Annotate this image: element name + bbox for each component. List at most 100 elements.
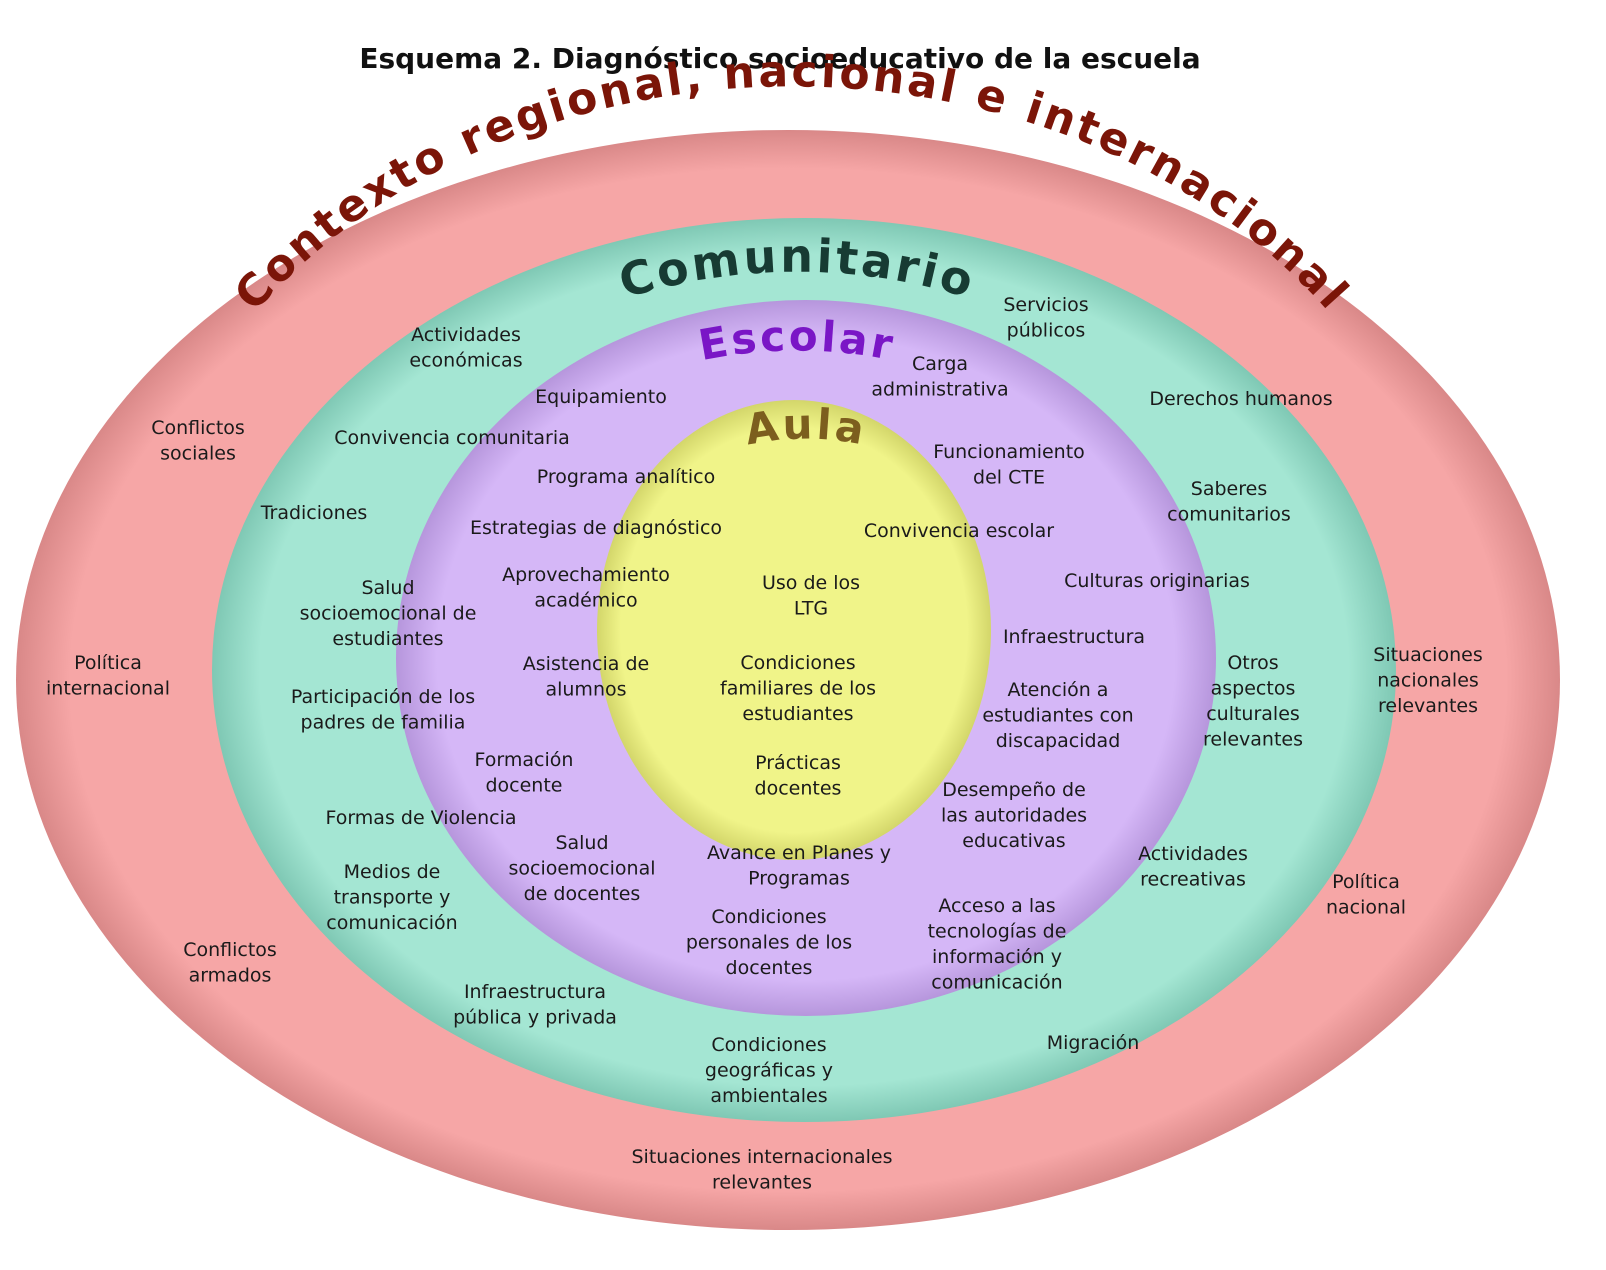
escolar-item: Equipamiento: [535, 386, 667, 408]
comunitario-item: Participación de los padres de familia: [291, 686, 475, 734]
escolar-item-line: alumnos: [545, 679, 626, 701]
comunitario-item-line: Condiciones: [711, 1034, 826, 1056]
comunitario-item: Saberes comunitarios: [1167, 478, 1291, 526]
comunitario-item: Otros aspectos culturales relevantes: [1203, 652, 1303, 751]
contexto-item-line: Conflictos: [151, 417, 245, 439]
escolar-item: Avance en Planes y Programas: [707, 842, 891, 890]
escolar-item-line: Condiciones: [711, 906, 826, 928]
comunitario-item-line: comunitarios: [1167, 504, 1291, 526]
contexto-item-line: nacionales: [1377, 670, 1479, 692]
contexto-item-line: Situaciones: [1373, 644, 1482, 666]
escolar-item-line: docentes: [726, 957, 813, 979]
contexto-item-line: Política: [74, 652, 142, 674]
escolar-item-line: Convivencia escolar: [864, 520, 1054, 542]
comunitario-item-line: Actividades: [411, 324, 521, 346]
escolar-item-line: Avance en Planes y: [707, 842, 891, 864]
comunitario-item-line: Saberes: [1191, 478, 1267, 500]
comunitario-item-line: Otros: [1227, 652, 1278, 674]
comunitario-item-line: pública y privada: [453, 1007, 617, 1029]
comunitario-item: Infraestructura pública y privada: [453, 981, 617, 1029]
aula-item-line: Prácticas: [755, 752, 841, 774]
comunitario-item-line: públicos: [1007, 320, 1086, 342]
escolar-item: Funcionamiento del CTE: [933, 441, 1085, 489]
contexto-item: Política internacional: [46, 652, 170, 700]
comunitario-item-line: Servicios: [1003, 294, 1088, 316]
escolar-item: Estrategias de diagnóstico: [470, 517, 722, 539]
aula-item-line: estudiantes: [742, 703, 853, 725]
diagram-title: Esquema 2. Diagnóstico socioeducativo de…: [359, 42, 1200, 75]
comunitario-item-line: padres de familia: [301, 712, 466, 734]
aula-item: Condiciones familiares de los estudiantes: [720, 652, 876, 725]
comunitario-item: Convivencia comunitaria: [334, 427, 570, 449]
escolar-item: Infraestructura: [1003, 626, 1145, 648]
comunitario-item-line: Convivencia comunitaria: [334, 427, 570, 449]
comunitario-item-line: Salud: [361, 577, 414, 599]
escolar-item-line: tecnologías de: [928, 921, 1067, 943]
comunitario-item-line: Participación de los: [291, 686, 475, 708]
contexto-item-line: nacional: [1326, 897, 1406, 919]
comunitario-item-line: Migración: [1047, 1032, 1140, 1054]
comunitario-item-line: comunicación: [326, 912, 457, 934]
comunitario-item-line: Formas de Violencia: [325, 807, 516, 829]
comunitario-item-line: Tradiciones: [260, 502, 368, 524]
contexto-item-line: internacional: [46, 678, 170, 700]
comunitario-item: Derechos humanos: [1149, 388, 1332, 410]
comunitario-item-line: geográficas y: [705, 1060, 833, 1082]
escolar-item-line: administrativa: [871, 379, 1008, 401]
escolar-item-line: académico: [534, 590, 637, 612]
comunitario-item-line: Infraestructura: [464, 981, 606, 1003]
comunitario-item-line: transporte y: [334, 887, 451, 909]
escolar-item-line: de docentes: [524, 883, 641, 905]
contexto-item-line: Política: [1332, 871, 1400, 893]
contexto-item-line: Conflictos: [183, 939, 277, 961]
aula-item-line: familiares de los: [720, 678, 876, 700]
escolar-item-line: Infraestructura: [1003, 626, 1145, 648]
comunitario-item-line: Culturas originarias: [1064, 570, 1250, 592]
aula-label: Aula: [742, 399, 871, 454]
escolar-item-line: Programas: [748, 868, 850, 890]
contexto-item: Política nacional: [1326, 871, 1406, 919]
escolar-item: Programa analítico: [537, 466, 716, 488]
comunitario-item-line: recreativas: [1140, 869, 1246, 891]
comunitario-item: Tradiciones: [260, 502, 368, 524]
comunitario-item-line: relevantes: [1203, 729, 1303, 751]
escolar-item: Carga administrativa: [871, 353, 1008, 401]
comunitario-item-line: socioemocional de: [300, 603, 477, 625]
contexto-item-line: armados: [189, 965, 272, 987]
aula-item-line: Condiciones: [740, 652, 855, 674]
escolar-item-line: estudiantes con: [982, 705, 1133, 727]
comunitario-item-line: culturales: [1206, 703, 1300, 725]
escolar-item: Salud socioemocional de docentes: [508, 832, 655, 905]
escolar-item-line: Funcionamiento: [933, 441, 1085, 463]
ring-aula: [597, 400, 991, 860]
escolar-item-line: Carga: [912, 353, 968, 375]
escolar-item-line: Salud: [555, 832, 608, 854]
aula-item-line: docentes: [755, 778, 842, 800]
comunitario-item: Migración: [1047, 1032, 1140, 1054]
escolar-item-line: educativas: [962, 830, 1065, 852]
escolar-item-line: Desempeño de: [942, 779, 1086, 801]
escolar-item-line: socioemocional: [508, 858, 655, 880]
comunitario-item-line: aspectos: [1211, 678, 1296, 700]
escolar-item-line: del CTE: [973, 467, 1045, 489]
comunitario-item: Formas de Violencia: [325, 807, 516, 829]
escolar-item-line: información y: [932, 946, 1062, 968]
aula-item-line: Uso de los: [762, 572, 860, 594]
comunitario-item-line: Derechos humanos: [1149, 388, 1332, 410]
comunitario-item-line: Actividades: [1138, 843, 1248, 865]
contexto-item-line: Situaciones internacionales: [631, 1146, 892, 1168]
escolar-item-line: docente: [485, 775, 562, 797]
contexto-item: Conflictos armados: [183, 939, 277, 987]
comunitario-item-line: estudiantes: [332, 628, 443, 650]
comunitario-item-line: Medios de: [344, 861, 441, 883]
